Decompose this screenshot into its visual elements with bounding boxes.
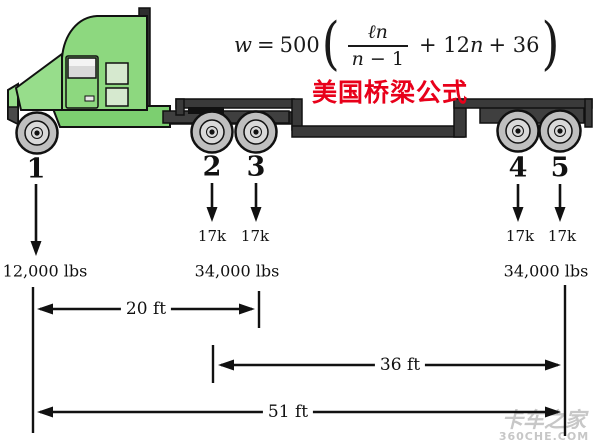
rear-tandem-weight: 34,000 lbs (503, 261, 589, 281)
axle-1-number: 1 (26, 153, 46, 185)
fifth-wheel (188, 107, 224, 114)
wheel-axle-2 (190, 110, 234, 154)
fraction-denominator: n − 1 (351, 47, 404, 70)
axle-2-load-arrow (206, 183, 218, 222)
cab-door (65, 55, 99, 109)
trailer-rear-end (584, 98, 593, 128)
axle-5-load: 17k (547, 227, 577, 245)
wheel-axle-1 (15, 111, 59, 155)
drive-tandem-weight: 34,000 lbs (194, 261, 280, 281)
formula-equals: = (256, 33, 275, 57)
formula-coefficient: 500 (279, 33, 320, 57)
axle-5-number: 5 (550, 152, 570, 184)
front-bumper (7, 106, 19, 126)
wheel-axle-3 (234, 110, 278, 154)
door-handle (84, 95, 95, 102)
fraction-numerator: ℓn (347, 21, 408, 47)
axle-3-load: 17k (240, 227, 270, 245)
trailer-front-lip (175, 98, 185, 116)
tractor-cab (61, 15, 148, 111)
axle-4-number: 4 (508, 152, 528, 184)
axle-3-load-arrow (250, 183, 262, 222)
bridge-formula: w = 500 ( ℓn n − 1 + 12n + 36 ) (234, 14, 561, 76)
dimension-label-36ft: 36 ft (374, 355, 426, 375)
formula-close-paren: ) (541, 9, 560, 77)
trailer-low-deck (291, 125, 465, 138)
sleeper-window-upper (105, 62, 129, 85)
diagram-title: 美国桥梁公式 (311, 78, 469, 107)
axle-4-load-arrow (512, 184, 524, 222)
axle-2-number: 2 (202, 151, 222, 183)
axle-1-load-arrow (30, 184, 42, 256)
steer-axle-weight: 12,000 lbs (2, 261, 88, 281)
wheel-axle-4 (496, 109, 540, 153)
axle-4-load: 17k (505, 227, 535, 245)
watermark-site-url: 360CHE.COM (498, 430, 590, 444)
trailer-rear-deck (453, 98, 593, 109)
wheel-axle-5 (538, 109, 582, 153)
dimension-label-20ft: 20 ft (120, 299, 172, 319)
trailer-front-deck (175, 98, 295, 109)
axle-2-load: 17k (197, 227, 227, 245)
hood (14, 52, 63, 111)
dimension-label-51ft: 51 ft (262, 402, 314, 422)
door-window-glare (69, 59, 95, 66)
formula-open-paren: ( (321, 9, 340, 77)
formula-lhs: w (234, 33, 252, 57)
formula-term-12n: + 12n (418, 33, 484, 57)
formula-term-36: + 36 (488, 33, 540, 57)
sleeper-window-lower (105, 87, 129, 107)
formula-fraction: ℓn n − 1 (347, 21, 408, 70)
axle-3-number: 3 (246, 151, 266, 183)
axle-5-load-arrow (554, 184, 566, 222)
